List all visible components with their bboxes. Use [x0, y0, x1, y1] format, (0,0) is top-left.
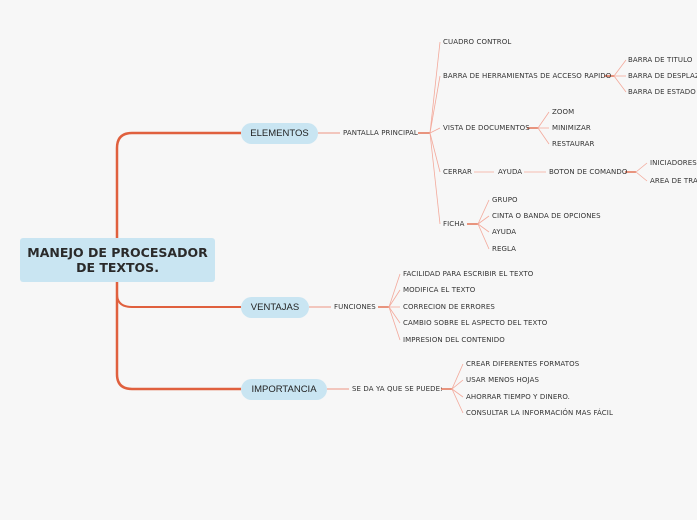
node-vista-documentos[interactable]: VISTA DE DOCUMENTOS	[443, 124, 530, 132]
node-minimizar[interactable]: MINIMIZAR	[552, 124, 591, 132]
node-funcion[interactable]: CAMBIO SOBRE EL ASPECTO DEL TEXTO	[403, 319, 548, 327]
connector-root-elementos	[115, 131, 241, 238]
node-funcion[interactable]: CORRECION DE ERRORES	[403, 303, 495, 311]
node-importancia-item[interactable]: CREAR DIFERENTES FORMATOS	[466, 360, 580, 368]
node-importancia-item[interactable]: USAR MENOS HOJAS	[466, 376, 539, 384]
fan-importancia	[441, 363, 464, 414]
root-topic[interactable]: MANEJO DE PROCESADOR DE TEXTOS.	[20, 238, 215, 282]
node-ficha[interactable]: FICHA	[443, 220, 465, 228]
node-regla[interactable]: REGLA	[492, 245, 517, 253]
node-zoom[interactable]: ZOOM	[552, 108, 575, 116]
fan-vista	[527, 111, 550, 145]
node-importancia-item[interactable]: CONSULTAR LA INFORMACIÓN MAS FÁCIL	[466, 409, 613, 417]
node-ficha-ayuda[interactable]: AYUDA	[492, 228, 517, 236]
connector-root-ventajas	[116, 282, 241, 308]
node-cerrar[interactable]: CERRAR	[443, 168, 473, 176]
chain-cerrar	[474, 162, 648, 182]
connector-root-importancia	[115, 282, 241, 391]
node-barra-estado[interactable]: BARRA DE ESTADO	[628, 88, 696, 96]
topic-importancia[interactable]: IMPORTANCIA	[241, 379, 327, 400]
fan-pantalla	[418, 41, 441, 225]
node-iniciadores[interactable]: INICIADORES	[650, 159, 697, 167]
node-barra-herramientas[interactable]: BARRA DE HERRAMIENTAS DE ACCESO RAPIDO	[443, 72, 612, 80]
node-barra-titulo[interactable]: BARRA DE TITULO	[628, 56, 693, 64]
node-funcion[interactable]: MODIFICA EL TEXTO	[403, 286, 476, 294]
fan-funciones	[378, 273, 401, 341]
topic-elementos[interactable]: ELEMENTOS	[241, 123, 318, 144]
node-funcion[interactable]: IMPRESION DEL CONTENIDO	[403, 336, 505, 344]
fan-barra-herramientas	[604, 59, 627, 93]
node-cuadro-control[interactable]: CUADRO CONTROL	[443, 38, 512, 46]
node-restaurar[interactable]: RESTAURAR	[552, 140, 595, 148]
topic-ventajas[interactable]: VENTAJAS	[241, 297, 309, 318]
node-grupo[interactable]: GRUPO	[492, 196, 518, 204]
node-boton-comando[interactable]: BOTON DE COMANDO	[549, 168, 628, 176]
node-barra-desplaza[interactable]: BARRA DE DESPLAZA	[628, 72, 697, 80]
node-importancia-item[interactable]: AHORRAR TIEMPO Y DINERO.	[466, 393, 570, 401]
fan-ficha	[467, 199, 490, 250]
subtopic-se-da[interactable]: SE DA YA QUE SE PUEDE:	[352, 385, 443, 393]
subtopic-funciones[interactable]: FUNCIONES	[334, 303, 376, 311]
node-ayuda[interactable]: AYUDA	[498, 168, 523, 176]
node-funcion[interactable]: FACILIDAD PARA ESCRIBIR EL TEXTO	[403, 270, 534, 278]
node-cinta-opciones[interactable]: CINTA O BANDA DE OPCIONES	[492, 212, 601, 220]
node-area-trabajo[interactable]: AREA DE TRAB	[650, 177, 697, 185]
subtopic-pantalla-principal[interactable]: PANTALLA PRINCIPAL	[343, 129, 418, 137]
